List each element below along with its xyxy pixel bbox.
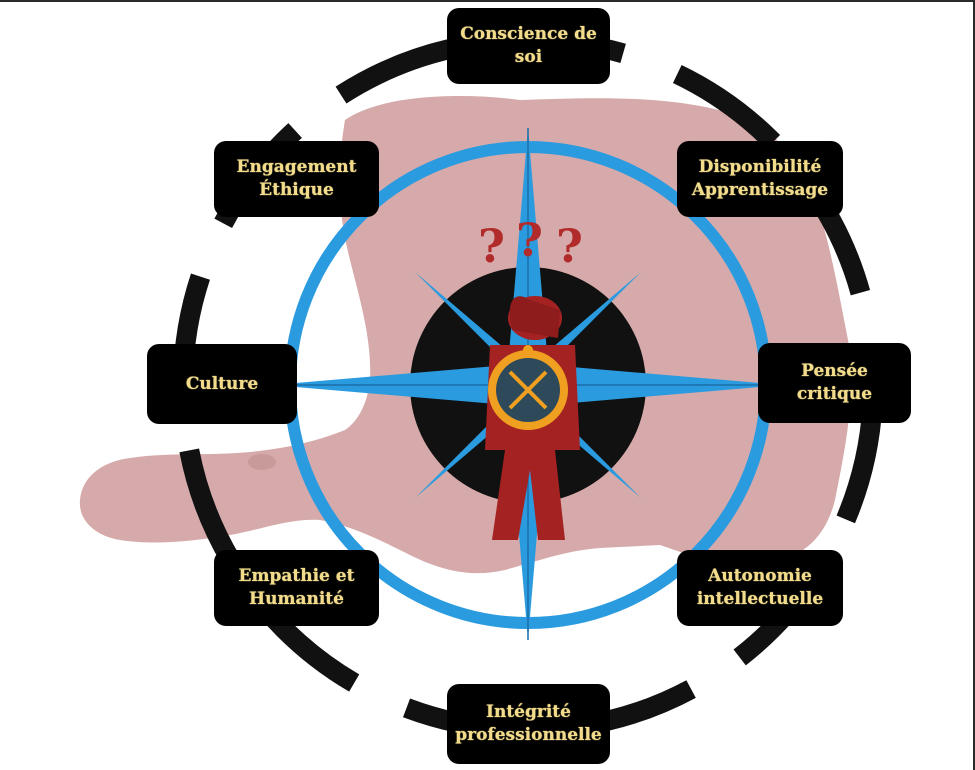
node-engagement-ethique: Engagement Éthique (214, 141, 379, 217)
node-empathie-et-humanite: Empathie et Humanité (214, 550, 379, 626)
node-culture: Culture (147, 344, 297, 424)
node-label: Empathie et Humanité (238, 566, 355, 609)
node-label: Culture (185, 373, 259, 394)
gonave-island (248, 454, 276, 470)
person-figure-icon (485, 296, 580, 540)
question-mark-3: ? (556, 219, 583, 273)
tortuga-island (370, 100, 510, 136)
node-integrite-professionnelle: Intégrité professionnelle (447, 684, 610, 764)
frame-top-border (0, 0, 975, 2)
node-label: Pensée critique (796, 361, 873, 404)
node-conscience-de-soi: Conscience de soi (447, 8, 610, 84)
node-label: Disponibilité Apprentissage (691, 157, 829, 200)
node-label: Autonomie intellectuelle (696, 566, 824, 609)
node-label: Engagement Éthique (236, 157, 357, 200)
node-label: Intégrité professionnelle (455, 702, 602, 745)
question-mark-1: ? (478, 219, 505, 273)
node-pensee-critique: Pensée critique (758, 343, 911, 423)
node-disponibilite-apprentissage: Disponibilité Apprentissage (677, 141, 843, 217)
question-mark-2: ? (516, 213, 543, 267)
frame-right-border (973, 0, 975, 770)
node-autonomie-intellectuelle: Autonomie intellectuelle (677, 550, 843, 626)
node-label: Conscience de soi (460, 24, 597, 67)
